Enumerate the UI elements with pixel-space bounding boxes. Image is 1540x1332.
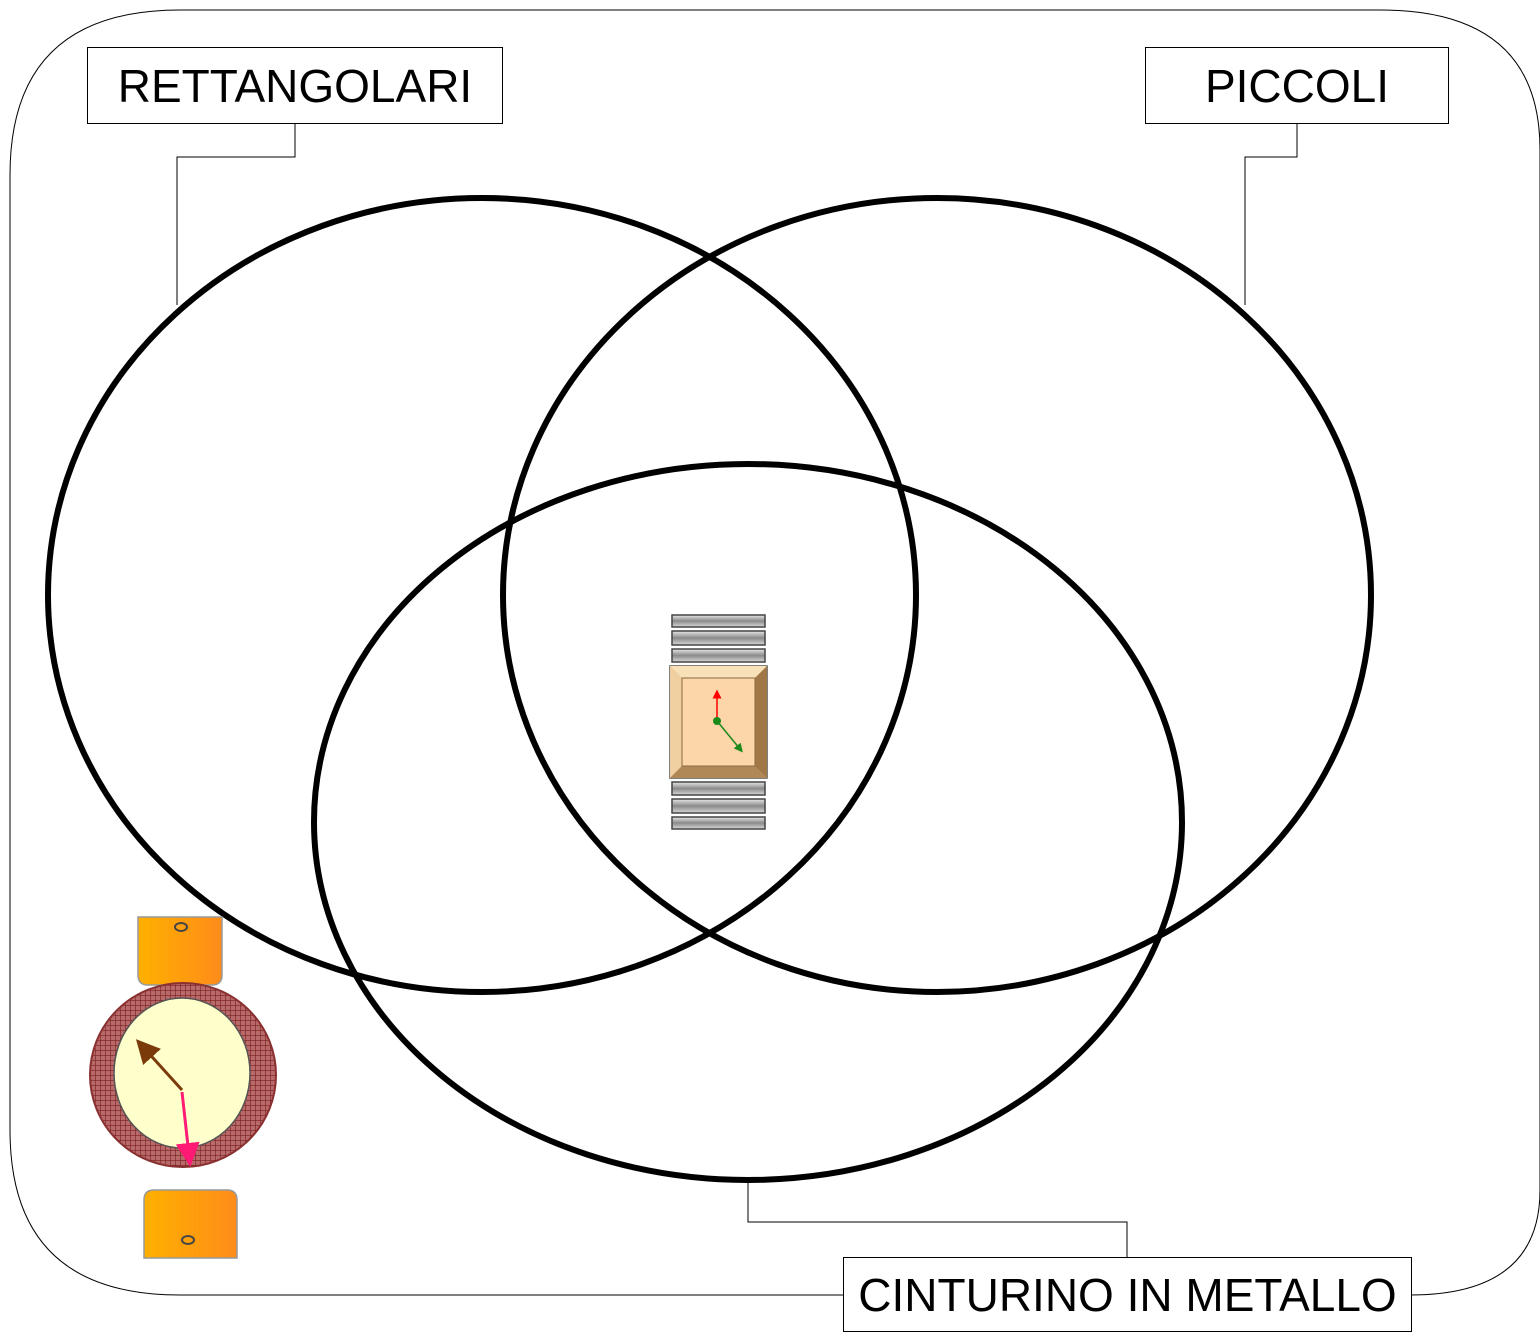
leader-line-rettangolari: [176, 124, 296, 305]
rectangular-metal-watch-icon: [669, 614, 768, 830]
leader-line-piccoli: [1244, 124, 1298, 305]
set-label-piccoli: PICCOLI: [1145, 47, 1449, 124]
set-label-cinturino: CINTURINO IN METALLO: [843, 1257, 1412, 1332]
leader-line-cinturino: [747, 1180, 1128, 1258]
set-label-rettangolari: RETTANGOLARI: [87, 47, 503, 124]
set-ellipse-cinturino: [311, 461, 1185, 1183]
universe-frame: [9, 9, 1540, 1296]
set-ellipse-piccoli: [500, 195, 1374, 995]
set-ellipse-rettangolari: [45, 195, 919, 995]
round-leather-watch-icon: [89, 916, 277, 1259]
